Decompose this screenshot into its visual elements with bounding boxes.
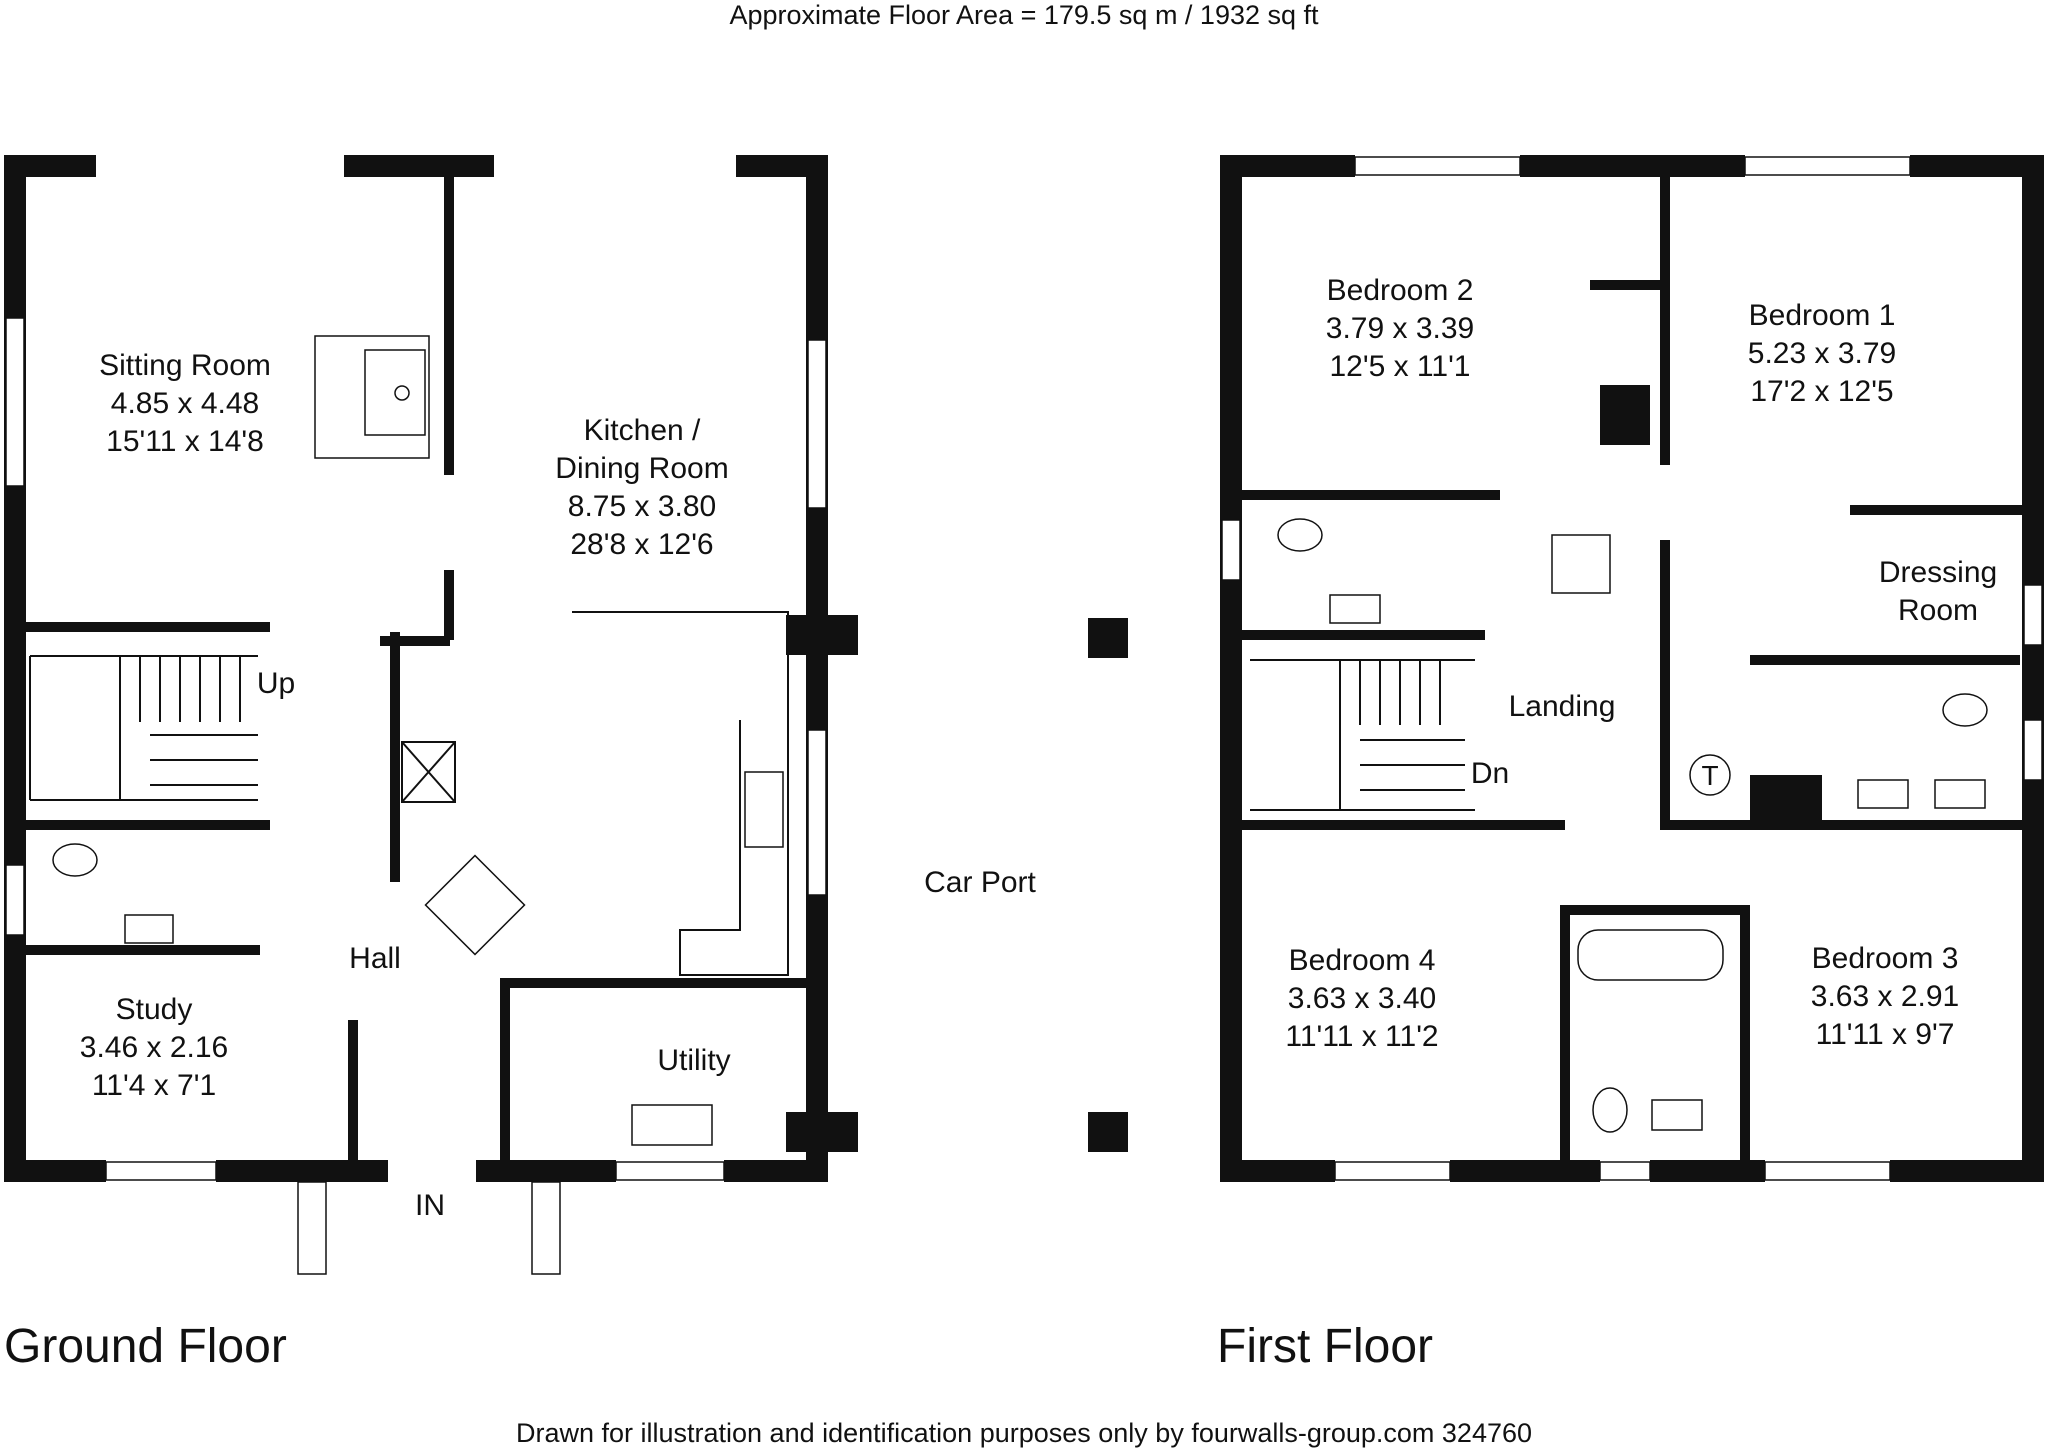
dressing-room-label-2: Room: [1898, 594, 1978, 627]
credit-footer: Drawn for illustration and identificatio…: [516, 1418, 1532, 1448]
study-metric: 3.46 x 2.16: [80, 1031, 228, 1064]
stairs-up-label: Up: [257, 667, 295, 700]
study-label: Study: [116, 993, 193, 1026]
bedroom1-imperial: 17'2 x 12'5: [1750, 375, 1893, 408]
tank-label: T: [1701, 760, 1718, 791]
ground-floor-plan: Sitting Room 4.85 x 4.48 15'11 x 14'8 Ki…: [4, 155, 858, 1373]
floor-area-heading: Approximate Floor Area = 179.5 sq m / 19…: [729, 0, 1319, 30]
dining-room-label: Dining Room: [555, 452, 728, 485]
sitting-room-imperial: 15'11 x 14'8: [106, 425, 264, 458]
bedroom2-label: Bedroom 2: [1327, 274, 1474, 307]
bedroom4-imperial: 11'11 x 11'2: [1285, 1020, 1438, 1053]
bedroom4-metric: 3.63 x 3.40: [1288, 982, 1436, 1015]
kitchen-label: Kitchen /: [584, 414, 701, 447]
landing-label: Landing: [1509, 690, 1616, 723]
bedroom1-label: Bedroom 1: [1749, 299, 1896, 332]
bedroom3-label: Bedroom 3: [1812, 942, 1959, 975]
study-imperial: 11'4 x 7'1: [92, 1069, 216, 1102]
dressing-room-label-1: Dressing: [1879, 556, 1997, 589]
ground-floor-title: Ground Floor: [4, 1320, 287, 1373]
entrance-label: IN: [415, 1189, 445, 1222]
stairs-down-label: Dn: [1471, 757, 1509, 790]
kitchen-imperial: 28'8 x 12'6: [570, 528, 713, 561]
sitting-room-metric: 4.85 x 4.48: [111, 387, 259, 420]
bedroom3-metric: 3.63 x 2.91: [1811, 980, 1959, 1013]
first-floor-title: First Floor: [1217, 1320, 1433, 1373]
utility-label: Utility: [657, 1044, 730, 1077]
sitting-room-label: Sitting Room: [99, 349, 271, 382]
car-port-label: Car Port: [924, 866, 1036, 899]
bedroom2-metric: 3.79 x 3.39: [1326, 312, 1474, 345]
kitchen-metric: 8.75 x 3.80: [568, 490, 716, 523]
bedroom3-imperial: 11'11 x 9'7: [1816, 1018, 1955, 1051]
bedroom1-metric: 5.23 x 3.79: [1748, 337, 1896, 370]
first-floor-plan: T Bedroom 2 3.79 x 3.39 12'5 x 11'1 Bedr…: [1217, 155, 2044, 1373]
hall-label: Hall: [349, 942, 401, 975]
bedroom2-imperial: 12'5 x 11'1: [1329, 350, 1470, 383]
bedroom4-label: Bedroom 4: [1289, 944, 1436, 977]
